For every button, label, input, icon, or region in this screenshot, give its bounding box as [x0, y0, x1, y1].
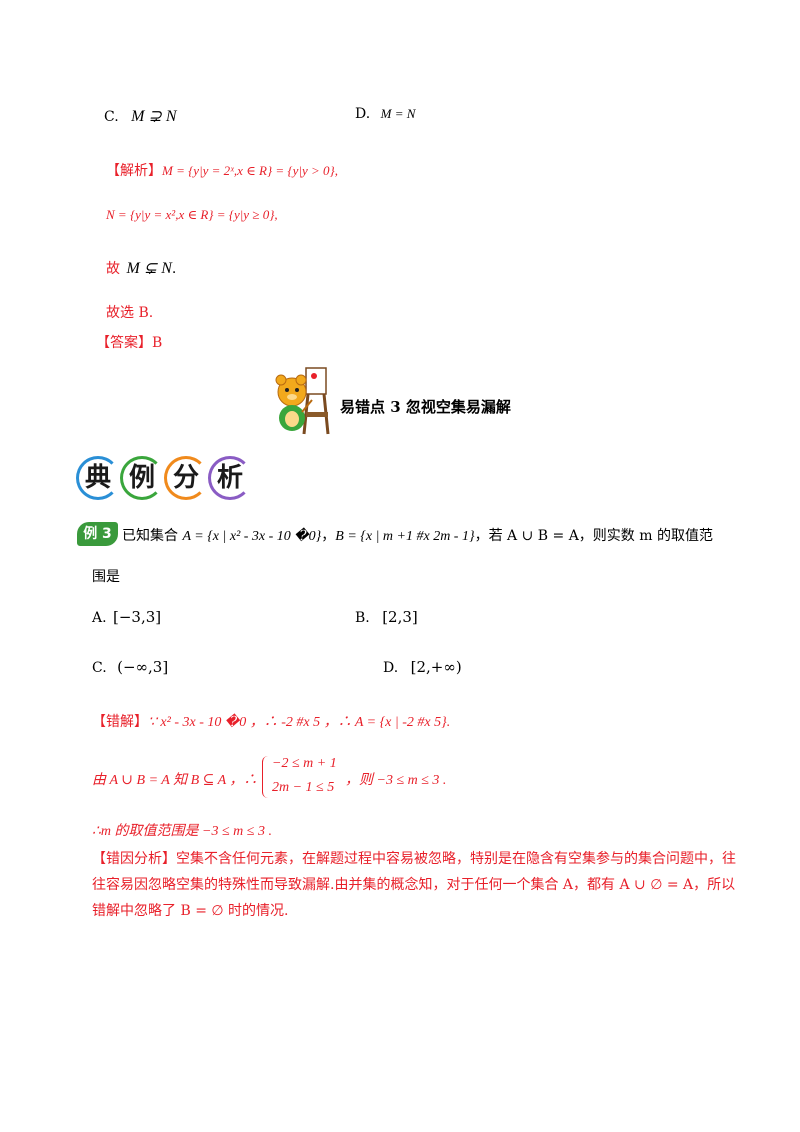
- option-d-expr: M = N: [380, 106, 416, 121]
- error-analysis-text: 空集不含任何元素，在解题过程中容易被忽略，特别是在隐含有空集参与的集合问题中，往…: [92, 851, 736, 919]
- wrong-solution-line-2-prefix: 由 A ∪ B = A 知 B ⊆ A ，∴: [92, 769, 257, 789]
- banner-char-3: 分: [172, 463, 199, 493]
- banner-ring-2: [120, 456, 164, 500]
- option-c-label: C.: [104, 109, 119, 125]
- example-option-a: A. [−3,3]: [92, 608, 161, 626]
- wrong-solution-step-1: ∵ x² - 3x - 10 �0 ，∴ -2 #x 5 ，∴ A = {x |…: [148, 715, 451, 730]
- example-stem-line-2: 围是: [92, 569, 120, 585]
- set-b-expr: B = {x | m +1 #x 2m - 1}: [335, 529, 475, 544]
- solution-expr-n: N = {y|y = x²,x ∈ R} = {y|y ≥ 0},: [106, 207, 278, 222]
- system-bottom: 2m − 1 ≤ 5: [272, 780, 335, 795]
- system-top: −2 ≤ m + 1: [272, 756, 337, 771]
- solution-line-3: 故 M ⊊ N.: [106, 258, 176, 278]
- solution-conclusion-prefix: 故: [106, 261, 120, 277]
- stem-condition: ，若 A ∪ B = A，则实数 m 的取值范: [474, 528, 713, 544]
- option-c2-value: (−∞,3]: [117, 658, 169, 676]
- example-analysis-banner: 典 例 分 析: [76, 456, 256, 502]
- wrong-solution-line-2-suffix: ，则 −3 ≤ m ≤ 3 .: [345, 773, 447, 788]
- banner-char-2: 例: [128, 463, 155, 493]
- section-title: 易错点 3 忽视空集易漏解: [340, 398, 511, 416]
- answer-line: 【答案】B: [96, 332, 162, 352]
- set-a-expr: A = {x | x² - 3x - 10 �0}: [182, 529, 322, 544]
- example-option-d: D. [2,+∞): [383, 658, 462, 676]
- example-stem: 已知集合 A = {x | x² - 3x - 10 �0}，B = {x | …: [122, 525, 713, 545]
- option-a-label: A.: [92, 610, 107, 626]
- answer-tag: 【答案】: [96, 335, 152, 351]
- wrong-solution-tag: 【错解】: [92, 714, 148, 730]
- option-c-expr: M ⊋ N: [131, 108, 177, 125]
- option-a-value: [−3,3]: [113, 608, 162, 626]
- stem-prefix: 已知集合: [122, 528, 178, 544]
- system-brace: [262, 756, 271, 798]
- option-b-value: [2,3]: [382, 608, 418, 626]
- example-option-b: B. [2,3]: [355, 608, 418, 626]
- banner-char-1: 典: [84, 463, 111, 493]
- wrong-solution-line-3: ∴m 的取值范围是 −3 ≤ m ≤ 3 .: [92, 824, 272, 839]
- option-d2-label: D.: [383, 660, 399, 676]
- wrong-solution-line-1: 【错解】∵ x² - 3x - 10 �0 ，∴ -2 #x 5 ，∴ A = …: [92, 711, 450, 731]
- option-d-label: D.: [355, 106, 371, 122]
- solution-choice: 故选 B.: [106, 305, 154, 321]
- example-option-c: C. (−∞,3]: [92, 658, 168, 676]
- option-b-label: B.: [355, 610, 370, 626]
- banner-ring-1: [76, 456, 120, 500]
- solution-conclusion-suffix: .: [171, 261, 177, 277]
- bear-painter-icon: [270, 366, 338, 438]
- wrong-solution-union-expr: 由 A ∪ B = A 知 B ⊆ A ，∴: [92, 773, 258, 788]
- banner-ring-3: [164, 456, 208, 500]
- example-badge: 例 3: [77, 522, 118, 546]
- error-analysis-tag: 【错因分析】: [92, 851, 176, 867]
- solution-line-1: 【解析】M = {y|y = 2ˣ,x ∈ R} = {y|y > 0},: [106, 160, 338, 180]
- option-d: D. M = N: [355, 106, 415, 122]
- solution-expr-m: M = {y|y = 2ˣ,x ∈ R} = {y|y > 0},: [162, 163, 338, 178]
- stem-sep: ，: [321, 528, 336, 544]
- option-c: C. M ⊋ N: [104, 106, 177, 126]
- banner-char-4: 析: [216, 463, 243, 493]
- option-d2-value: [2,+∞): [410, 658, 462, 676]
- option-c2-label: C.: [92, 660, 107, 676]
- solution-line-2: N = {y|y = x²,x ∈ R} = {y|y ≥ 0},: [106, 207, 278, 223]
- banner-ring-4: [208, 456, 252, 500]
- error-analysis: 【错因分析】空集不含任何元素，在解题过程中容易被忽略，特别是在隐含有空集参与的集…: [92, 846, 740, 924]
- solution-tag: 【解析】: [106, 163, 162, 179]
- answer-value: B: [152, 335, 163, 351]
- solution-conclusion-expr: M ⊊ N: [126, 260, 172, 277]
